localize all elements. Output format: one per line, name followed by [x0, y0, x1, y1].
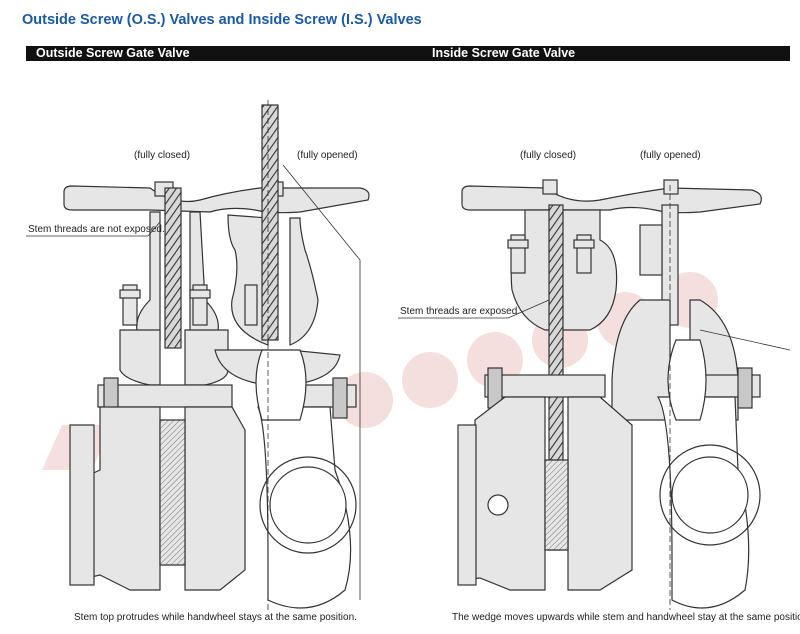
- os-gate-valve-drawing: [63, 100, 370, 610]
- left-label-fully-opened: (fully opened): [297, 150, 358, 161]
- is-gate-valve-drawing: [457, 179, 791, 610]
- section-header-outside-screw: Outside Screw Gate Valve: [26, 46, 423, 61]
- right-caption: The wedge moves upwards while stem and h…: [452, 612, 800, 623]
- right-label-fully-closed: (fully closed): [520, 150, 577, 161]
- left-caption: Stem top protrudes while handwheel stays…: [74, 612, 357, 623]
- page-title: Outside Screw (O.S.) Valves and Inside S…: [22, 12, 422, 28]
- section-header-inside-screw: Inside Screw Gate Valve: [422, 46, 790, 61]
- left-callout-threads-not-exposed: Stem threads are not exposed.: [28, 224, 165, 235]
- right-callout-threads-exposed: Stem threads are exposed.: [400, 306, 521, 317]
- callout-leaders: [26, 221, 550, 319]
- right-label-fully-opened: (fully opened): [640, 150, 701, 161]
- left-label-fully-closed: (fully closed): [134, 150, 191, 161]
